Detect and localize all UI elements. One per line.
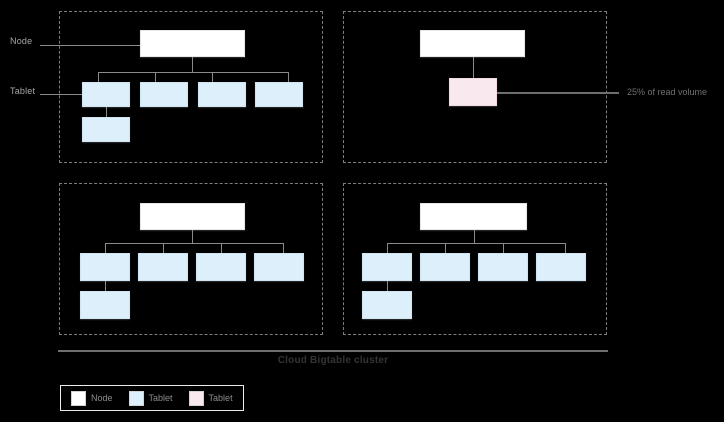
tablet-box[interactable] xyxy=(255,82,303,107)
tablet-box[interactable] xyxy=(536,253,586,281)
side-label-node: Node xyxy=(10,36,33,46)
connector-drop xyxy=(163,243,164,253)
tablet-box[interactable] xyxy=(362,253,412,281)
leader-line-node xyxy=(40,45,144,46)
connector-drop xyxy=(387,243,388,253)
legend-item-tablet: Tablet xyxy=(128,390,173,406)
connector-node-stem xyxy=(192,230,193,243)
legend-item-hot-tablet: Tablet xyxy=(188,390,233,406)
tablet-box[interactable] xyxy=(362,291,412,319)
connector-drop xyxy=(288,72,289,82)
cluster-caption: Cloud Bigtable cluster xyxy=(277,355,389,366)
connector-node-stem xyxy=(473,57,474,78)
connector-bus xyxy=(387,243,565,244)
tablet-box[interactable] xyxy=(80,253,130,281)
side-label-tablet: Tablet xyxy=(10,86,36,96)
tablet-box[interactable] xyxy=(420,253,470,281)
hot-tablet-box[interactable] xyxy=(449,78,497,106)
connector-bus xyxy=(105,243,283,244)
connector-drop xyxy=(105,281,106,291)
legend-label-tablet: Tablet xyxy=(148,393,173,403)
tablet-box[interactable] xyxy=(82,82,130,107)
node-box[interactable] xyxy=(140,203,245,230)
node-box[interactable] xyxy=(140,30,245,57)
tablet-box[interactable] xyxy=(196,253,246,281)
connector-drop xyxy=(155,72,156,82)
connector-node-stem xyxy=(192,57,193,72)
callout-read-volume: 25% of read volume xyxy=(627,87,708,97)
hot-tablet-swatch-icon xyxy=(188,390,204,406)
node-group-bottom-left xyxy=(59,183,323,335)
node-group-top-left xyxy=(59,11,323,163)
connector-drop xyxy=(283,243,284,253)
tablet-box[interactable] xyxy=(478,253,528,281)
node-group-top-right xyxy=(343,11,607,163)
node-group-bottom-right xyxy=(343,183,607,335)
callout-leader-line xyxy=(497,92,619,94)
leader-line-tablet xyxy=(40,94,84,95)
connector-drop xyxy=(565,243,566,253)
node-swatch-icon xyxy=(71,390,86,406)
connector-drop xyxy=(106,107,107,117)
legend: Node Tablet Tablet xyxy=(60,385,244,411)
tablet-box[interactable] xyxy=(82,117,130,142)
cluster-divider-rule xyxy=(58,350,608,352)
connector-drop xyxy=(212,72,213,82)
tablet-box[interactable] xyxy=(138,253,188,281)
connector-drop xyxy=(105,243,106,253)
tablet-box[interactable] xyxy=(254,253,304,281)
node-box[interactable] xyxy=(420,203,527,230)
connector-bus xyxy=(98,72,288,73)
connector-drop xyxy=(98,72,99,82)
tablet-swatch-icon xyxy=(128,390,144,406)
tablet-box[interactable] xyxy=(140,82,188,107)
connector-drop xyxy=(503,243,504,253)
legend-item-node: Node xyxy=(71,390,113,406)
legend-label-node: Node xyxy=(91,393,113,403)
legend-label-hot-tablet: Tablet xyxy=(208,393,233,403)
tablet-box[interactable] xyxy=(80,291,130,319)
connector-drop xyxy=(445,243,446,253)
connector-node-stem xyxy=(474,230,475,243)
connector-drop xyxy=(387,281,388,291)
connector-drop xyxy=(221,243,222,253)
tablet-box[interactable] xyxy=(198,82,246,107)
node-box[interactable] xyxy=(420,30,525,57)
